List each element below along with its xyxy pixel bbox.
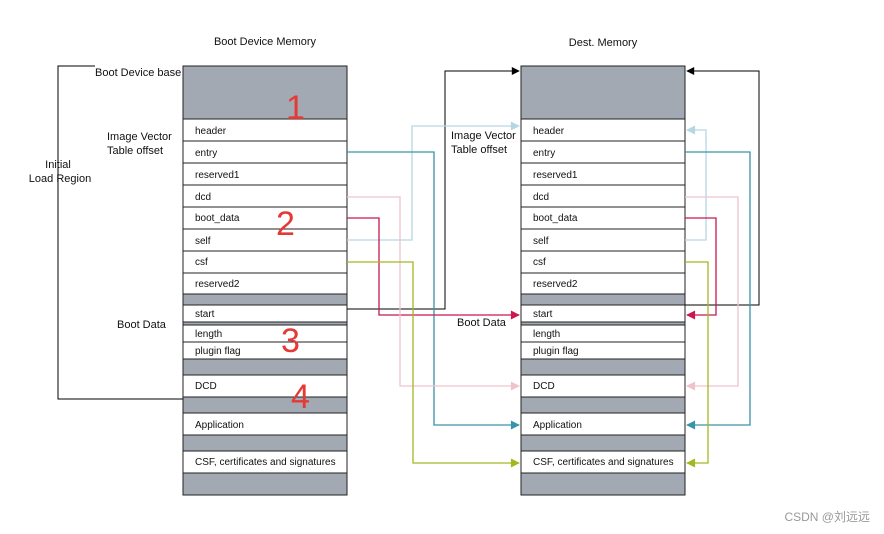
right-label-length: length <box>533 329 560 340</box>
boot-data-left-label: Boot Data <box>117 319 167 331</box>
step-number-4: 4 <box>291 378 310 416</box>
left-label-application: Application <box>195 420 244 431</box>
left-label-reserved1: reserved1 <box>195 170 240 181</box>
left-label-plugin-flag: plugin flag <box>195 346 241 357</box>
initial-load-region-bracket <box>57 65 183 400</box>
ivt-offset-left-line1: Image Vector <box>107 131 172 143</box>
left-label-dcd: dcd <box>195 192 211 203</box>
arrow-csf-to-csf-certs <box>347 261 520 468</box>
right-gap-5 <box>520 434 686 452</box>
right-gap-6 <box>520 472 686 496</box>
arrow-right-start-to-dest-base <box>685 67 760 306</box>
left-memory-title: Boot Device Memory <box>214 36 317 48</box>
left-label-start: start <box>195 309 215 320</box>
ivt-offset-right-line2: Table offset <box>451 144 507 156</box>
initial-load-region-line2: Load Region <box>29 173 91 185</box>
right-label-header: header <box>533 126 565 137</box>
right-label-dcd-table: DCD <box>533 381 555 392</box>
left-gap-6 <box>182 472 348 496</box>
left-label-self: self <box>195 236 211 247</box>
right-label-boot-data: boot_data <box>533 213 578 224</box>
right-label-entry: entry <box>533 148 555 159</box>
left-boot-device-base-block <box>182 65 348 120</box>
left-label-dcd-table: DCD <box>195 381 217 392</box>
arrow-right-self-to-header <box>685 125 707 241</box>
right-top-block <box>520 65 686 120</box>
boot-data-right-label: Boot Data <box>457 317 507 329</box>
step-number-1: 1 <box>286 89 305 127</box>
arrow-entry-to-application <box>347 151 520 430</box>
boot-device-memory-column <box>182 65 348 496</box>
arrow-boot-data-to-start <box>347 217 520 320</box>
right-memory-title: Dest. Memory <box>569 37 638 49</box>
left-gap-4 <box>182 396 348 414</box>
arrow-right-boot-data-to-start <box>685 217 717 320</box>
ivt-offset-left-line2: Table offset <box>107 145 163 157</box>
right-label-reserved1: reserved1 <box>533 170 578 181</box>
right-label-self: self <box>533 236 549 247</box>
left-label-csf-certs: CSF, certificates and signatures <box>195 457 336 468</box>
left-label-entry: entry <box>195 148 217 159</box>
left-label-reserved2: reserved2 <box>195 279 240 290</box>
left-label-length: length <box>195 329 222 340</box>
arrow-right-csf-to-csf-certs <box>685 261 709 468</box>
left-gap-3 <box>182 358 348 376</box>
csdn-watermark: CSDN @刘远远 <box>784 510 870 524</box>
right-label-reserved2: reserved2 <box>533 279 578 290</box>
right-label-start: start <box>533 309 553 320</box>
boot-device-base-label: Boot Device base <box>95 67 181 79</box>
right-gap-4 <box>520 396 686 414</box>
right-gap-1 <box>520 293 686 306</box>
right-label-csf: csf <box>533 257 546 268</box>
dest-memory-column <box>520 65 686 496</box>
ivt-offset-right-line1: Image Vector <box>451 130 516 142</box>
left-label-csf: csf <box>195 257 208 268</box>
arrow-start-to-dest-base <box>347 67 520 310</box>
right-label-csf-certs: CSF, certificates and signatures <box>533 457 674 468</box>
right-label-dcd: dcd <box>533 192 549 203</box>
arrow-dcd-to-dcd-table <box>347 196 520 391</box>
left-gap-5 <box>182 434 348 452</box>
right-gap-3 <box>520 358 686 376</box>
arrow-right-dcd-to-dcd-table <box>685 196 739 391</box>
left-gap-1 <box>182 293 348 306</box>
step-number-2: 2 <box>276 205 295 243</box>
right-label-application: Application <box>533 420 582 431</box>
arrow-right-entry-to-application <box>685 151 751 430</box>
left-label-header: header <box>195 126 227 137</box>
right-label-plugin-flag: plugin flag <box>533 346 579 357</box>
step-number-3: 3 <box>281 322 300 360</box>
left-label-boot-data: boot_data <box>195 213 240 224</box>
